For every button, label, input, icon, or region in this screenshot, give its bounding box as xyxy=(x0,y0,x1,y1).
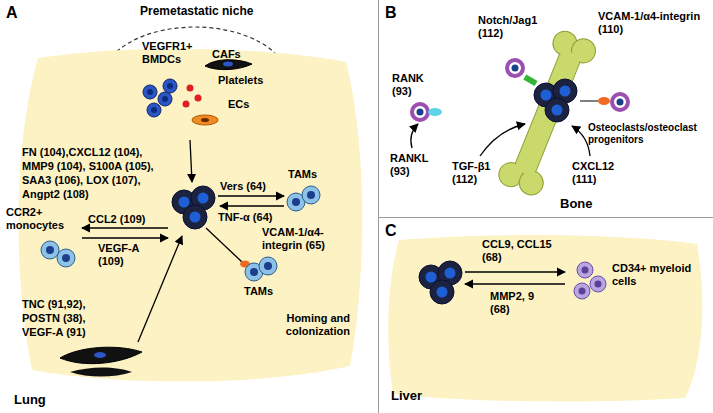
factor-label: VCAM-1/α4-integrin (110) xyxy=(598,10,710,36)
factor-label: CD34+ myeloid cells xyxy=(612,262,708,288)
factor-label: Vers (64) xyxy=(220,180,280,193)
factor-label: RANKL (93) xyxy=(390,152,434,178)
factor-label: VEGF-A (91) xyxy=(22,326,122,339)
factor-label: MMP2, 9 (68) xyxy=(490,290,545,316)
node-text: Homing and colonization xyxy=(245,312,350,338)
factor-label: TNF-α (64) xyxy=(218,211,288,224)
node-text: VEGFR1+ BMDCs xyxy=(142,40,198,66)
factor-label: SAA3 (106), LOX (107), xyxy=(22,174,182,187)
factor-label: TNC (91,92), xyxy=(22,298,122,311)
node-text: ECs xyxy=(228,98,258,111)
factor-label: CXCL12 (111) xyxy=(572,160,622,186)
factor-label: RANK (93) xyxy=(392,72,432,98)
node-text: Lung xyxy=(14,392,74,407)
factor-label: CCR2+ monocytes xyxy=(6,206,70,232)
factor-label: TAMs xyxy=(244,285,284,298)
factor-label: VCAM-1/α4- integrin (65) xyxy=(262,226,347,252)
liver-region: Liver xyxy=(385,232,707,404)
node-text: Platelets xyxy=(218,74,278,87)
factor-label: CCL2 (109) xyxy=(88,213,158,226)
factor-label: Bone xyxy=(560,196,610,211)
node-text: Liver xyxy=(391,388,451,403)
factor-label: Angpt2 (108) xyxy=(22,188,182,201)
factor-label: Osteoclasts/osteoclast progenitors xyxy=(588,122,710,146)
node-heading: B xyxy=(385,4,409,22)
node-heading: C xyxy=(385,222,409,240)
factor-label: MMP9 (104), S100A (105), xyxy=(22,160,182,173)
factor-label: VEGF-A (109) xyxy=(98,242,146,268)
node-heading: Premetastatic niche xyxy=(140,4,260,18)
node-heading: A xyxy=(6,4,30,22)
factor-label: CCL9, CCL15 (68) xyxy=(482,238,554,264)
node-text: CAFs xyxy=(212,48,252,61)
factor-label: Notch/Jag1 (112) xyxy=(478,14,544,40)
factor-label: TAMs xyxy=(288,168,328,181)
factor-label: TGF-β1 (112) xyxy=(452,160,502,186)
liver-region-shape xyxy=(385,232,707,404)
factor-label: POSTN (38), xyxy=(22,312,122,325)
factor-label: FN (104),CXCL12 (104), xyxy=(22,146,182,159)
